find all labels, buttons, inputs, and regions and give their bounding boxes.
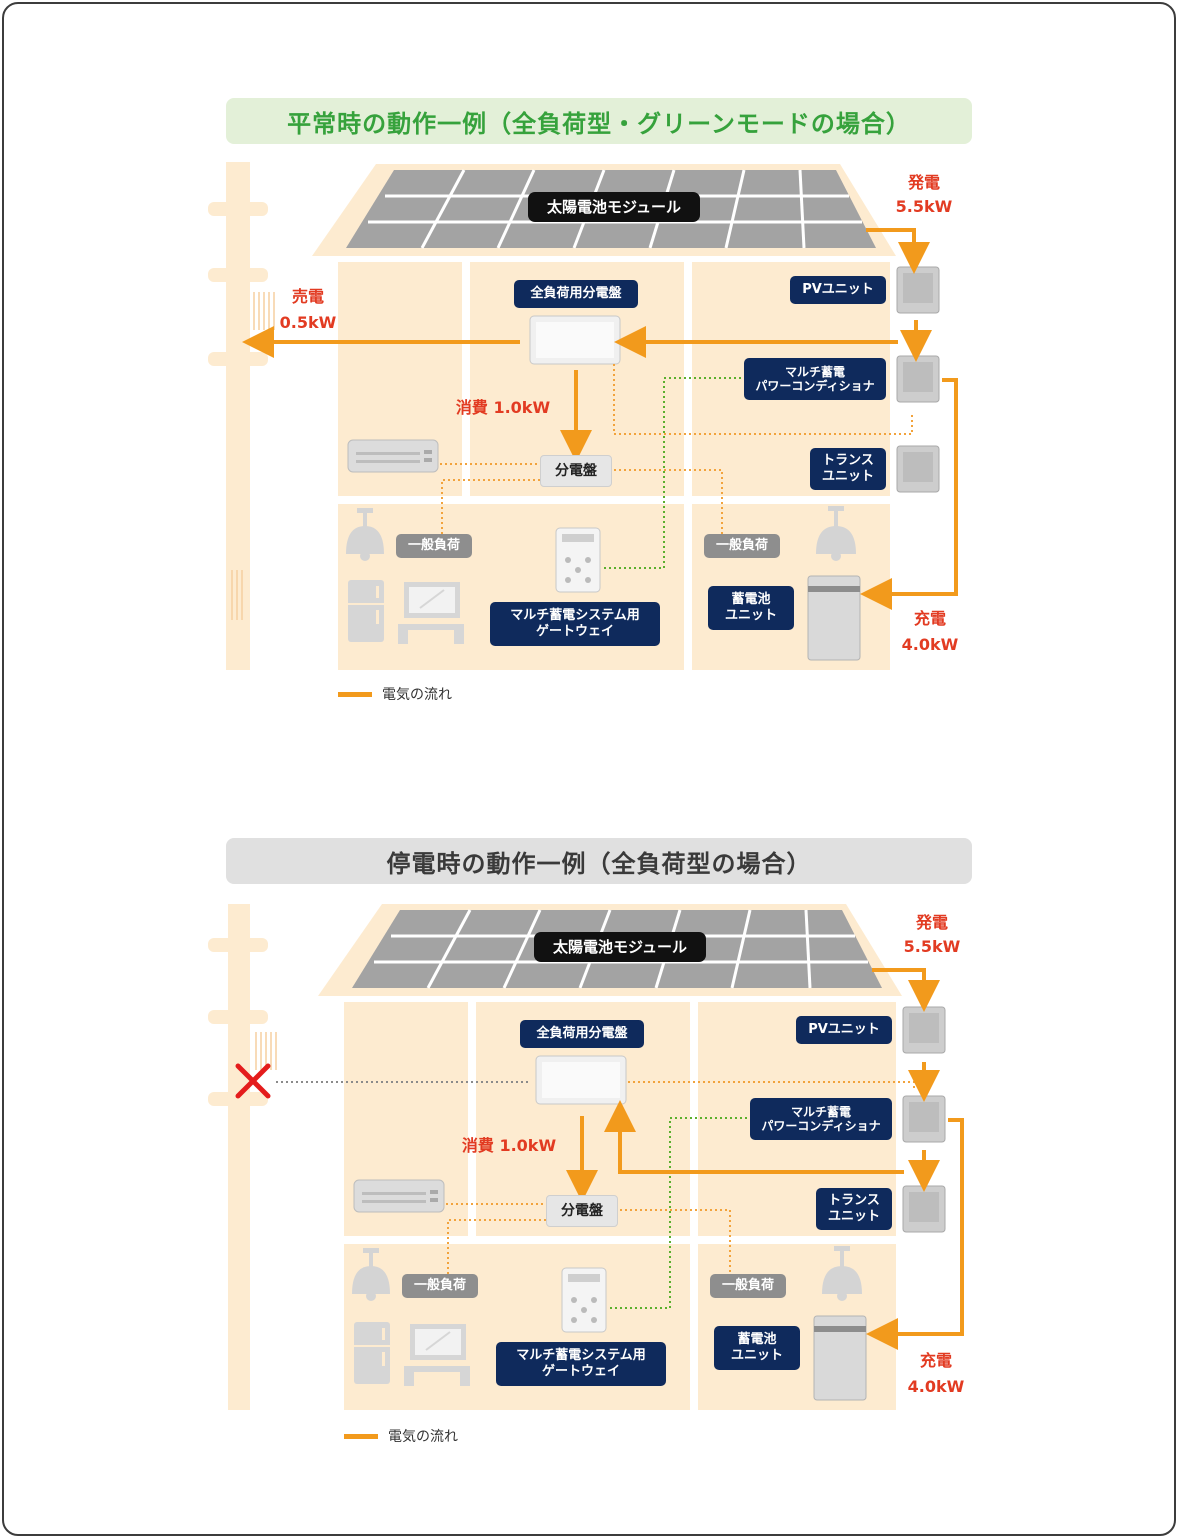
air-conditioner [347,439,439,473]
battery-unit-device [813,1315,867,1401]
battery-unit-device [807,575,861,661]
subpanel-label: 分電盤 [546,1195,618,1227]
pendant-lamp-right [822,1246,862,1301]
gateway-label: マルチ蓄電システム用 ゲートウェイ [490,602,660,646]
charge-value: 4.0kW [907,1377,965,1397]
charge-value: 4.0kW [901,635,959,655]
legend-text: 電気の流れ [382,687,452,703]
pendant-lamp-left [346,508,384,561]
gateway-device [561,1267,607,1333]
general-load-left: 一般負荷 [396,534,472,558]
page-title: 停電時の動作一例（全負荷型の場合） [226,838,972,884]
distribution-board-label: 全負荷用分電盤 [520,1020,644,1048]
sell-value: 0.5kW [279,313,337,333]
normal-operation-panel: 平常時の動作一例（全負荷型・グリーンモードの場合） 太陽電池モジュール 発電 5… [208,98,972,704]
power-conditioner-label: マルチ蓄電 パワーコンディショナ [744,358,886,400]
consumption-label: 消費 1.0kW [455,398,551,418]
power-conditioner-label: マルチ蓄電 パワーコンディショナ [750,1098,892,1140]
television [404,1324,470,1386]
battery-unit-label: 蓄電池 ユニット [714,1326,800,1370]
gateway-label: マルチ蓄電システム用 ゲートウェイ [496,1342,666,1386]
power-conditioner-device [896,355,940,403]
subpanel-label: 分電盤 [540,455,612,487]
gateway-device [555,527,601,593]
utility-pole [208,162,275,670]
trans-unit-label: トランス ユニット [816,1188,892,1230]
generation-label: 発電 [907,173,940,193]
legend-swatch [338,691,372,697]
legend: 電気の流れ [344,1426,458,1446]
power-flow-lines [566,968,964,1350]
power-flow-lines [242,228,958,610]
pendant-lamp-left [352,1248,390,1301]
general-load-right: 一般負荷 [704,534,780,558]
generation-value: 5.5kW [895,197,953,217]
refrigerator [348,580,384,642]
distribution-board [529,315,621,365]
trans-unit-device [902,1185,946,1233]
pv-unit-label: PVユニット [796,1016,892,1044]
charge-label: 充電 [919,1351,952,1371]
sell-label: 売電 [291,287,324,307]
legend-swatch [344,1433,378,1439]
consumption-label: 消費 1.0kW [461,1136,557,1156]
television [398,582,464,644]
outage-operation-panel: 停電時の動作一例（全負荷型の場合） 太陽電池モジュール 発電 5.5kW 全負荷… [0,740,1180,1510]
solar-module-label: 太陽電池モジュール [534,932,706,962]
pv-unit-device [896,266,940,314]
battery-unit-label: 蓄電池 ユニット [708,586,794,630]
general-load-left: 一般負荷 [402,1274,478,1298]
pendant-lamp-right [816,506,856,561]
air-conditioner [353,1179,445,1213]
distribution-board [535,1055,627,1105]
generation-label: 発電 [915,913,948,933]
signal-lines [440,364,913,569]
pv-unit-device [902,1006,946,1054]
utility-pole [208,904,277,1410]
distribution-board-label: 全負荷用分電盤 [514,280,638,308]
refrigerator [354,1322,390,1384]
trans-unit-label: トランス ユニット [810,448,886,490]
general-load-right: 一般負荷 [710,1274,786,1298]
trans-unit-device [896,445,940,493]
generation-value: 5.5kW [903,937,961,957]
page-title: 平常時の動作一例（全負荷型・グリーンモードの場合） [226,98,972,144]
grid-cut-x-icon [235,1063,271,1099]
charge-label: 充電 [913,609,946,629]
legend-text: 電気の流れ [388,1429,458,1445]
pv-unit-label: PVユニット [790,276,886,304]
solar-module-label: 太陽電池モジュール [528,192,700,222]
power-conditioner-device [902,1095,946,1143]
legend: 電気の流れ [338,684,452,704]
